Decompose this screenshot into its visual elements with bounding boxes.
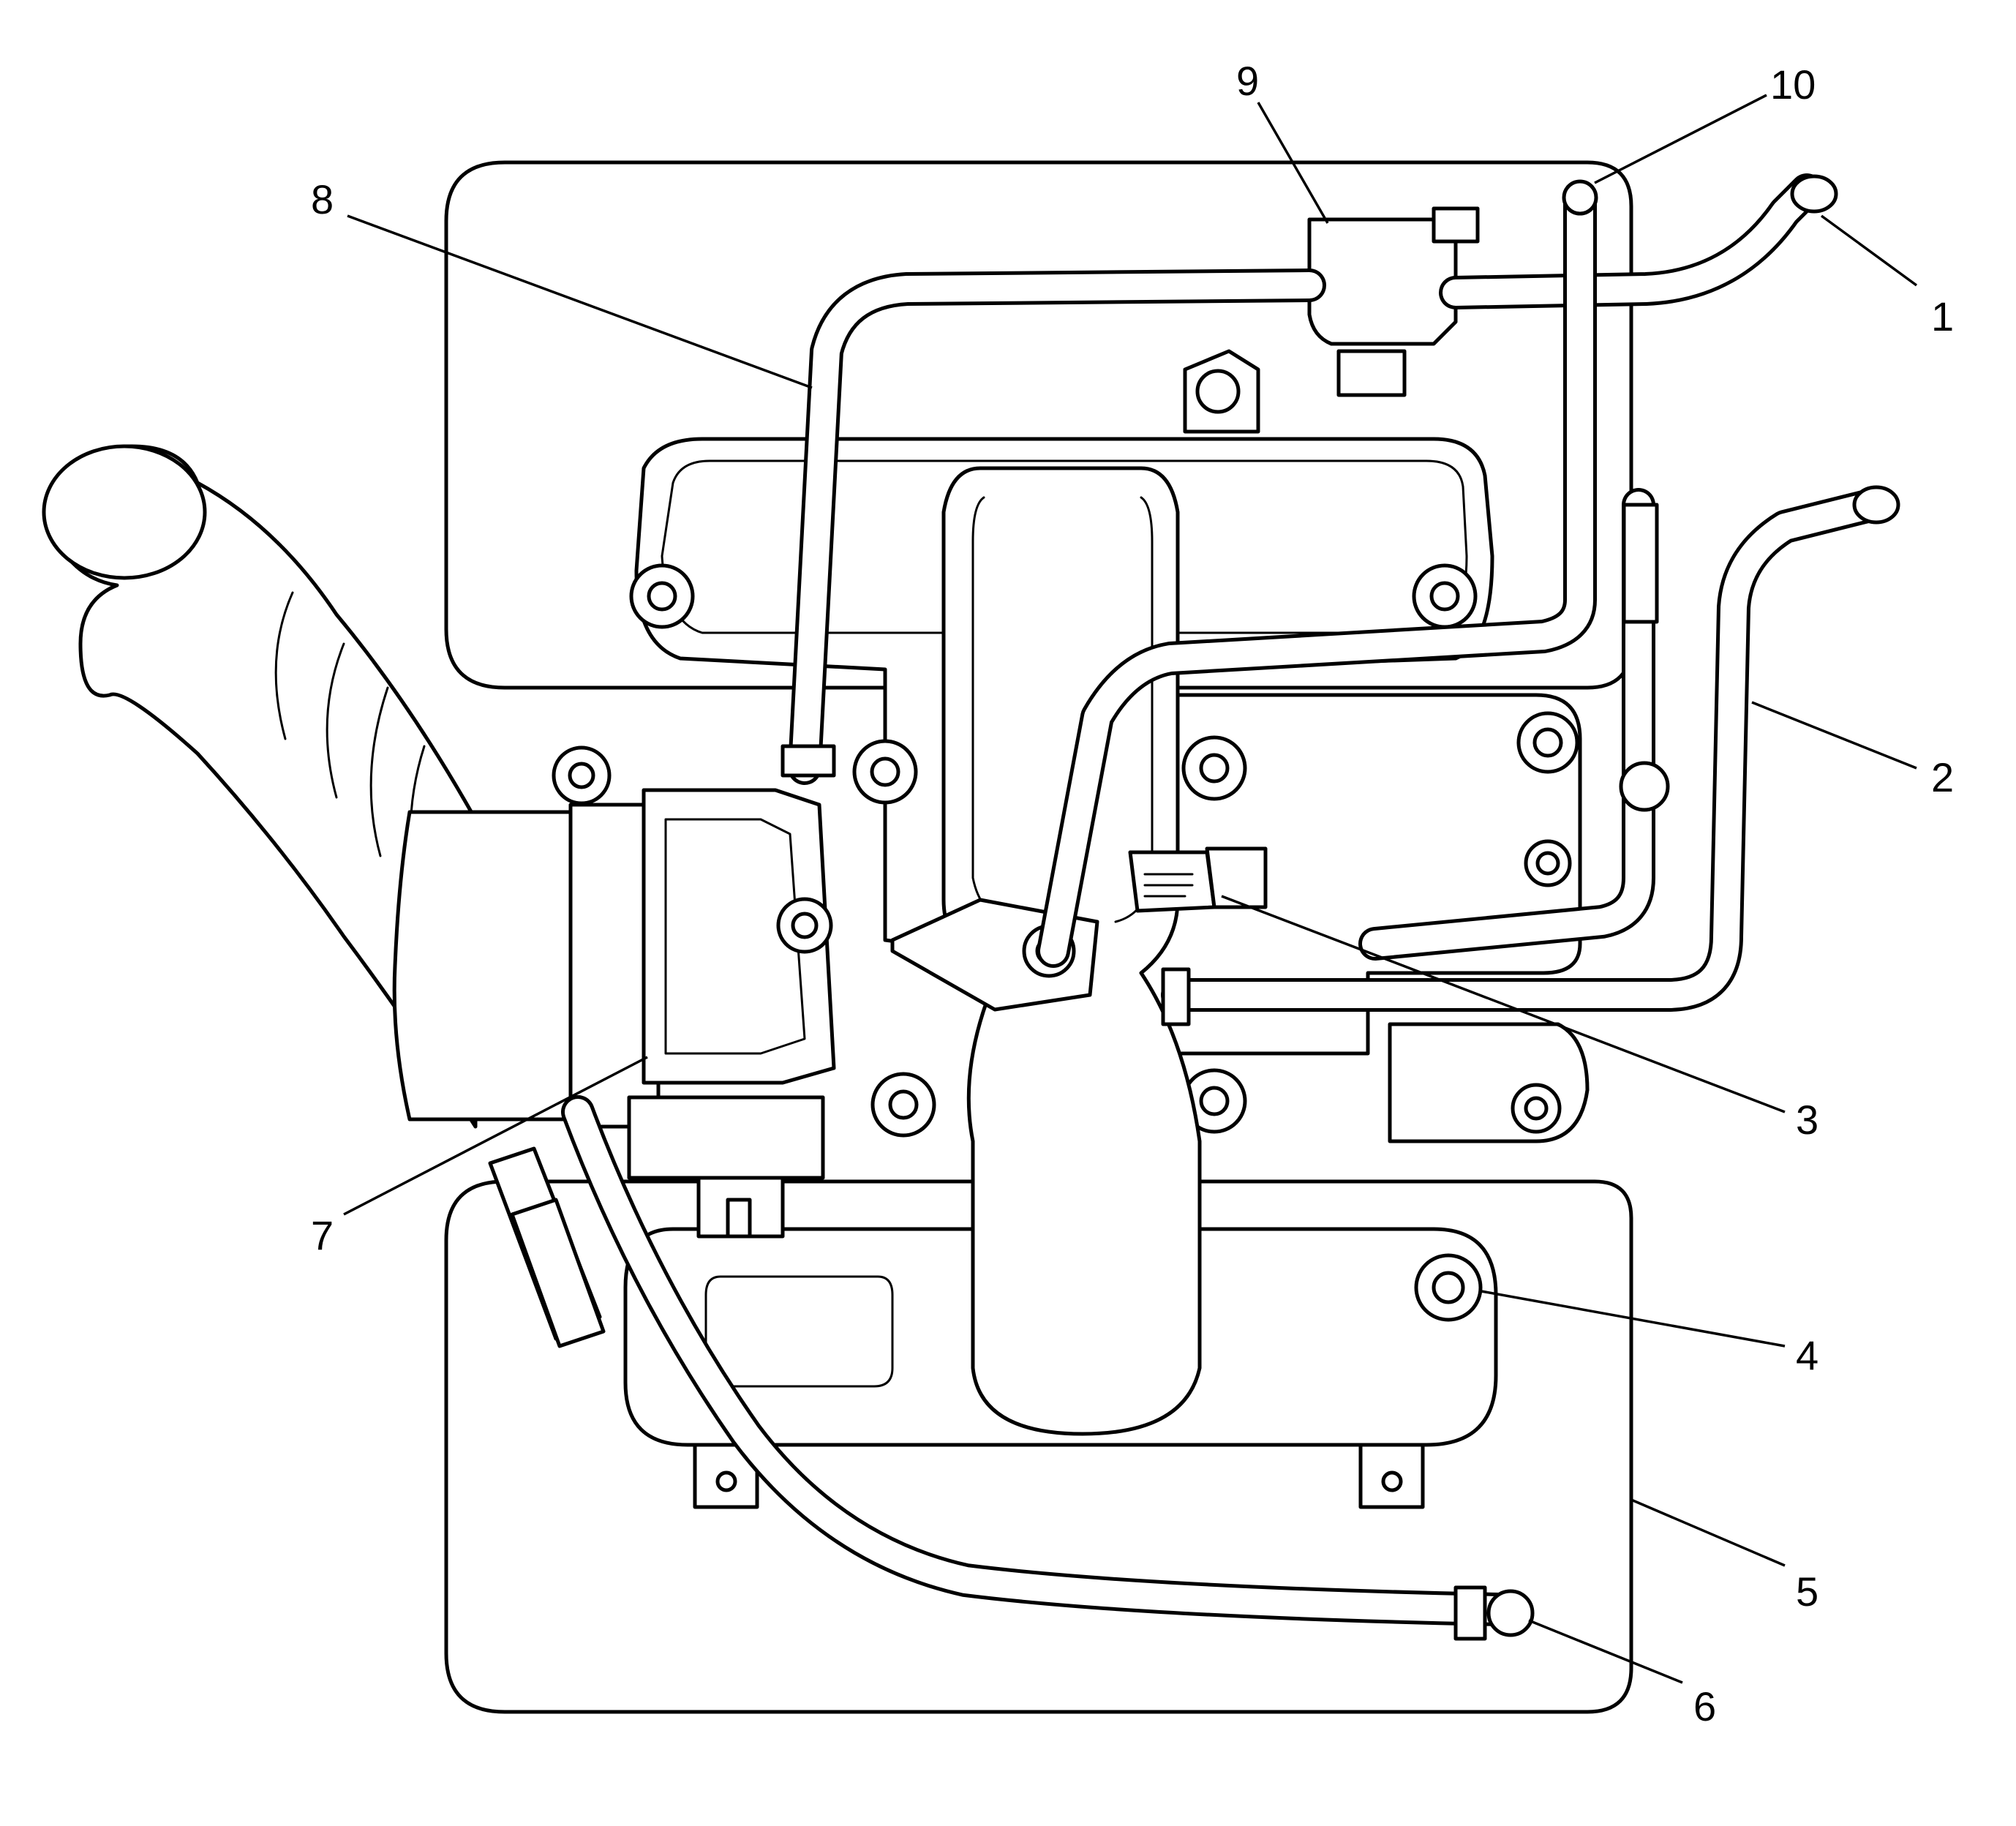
hose-end-6-fitting — [1453, 1585, 1487, 1641]
callout-4: 4 — [1796, 1332, 1818, 1378]
bolt-center-right-inner — [1199, 753, 1230, 784]
map-sensor-3-connector — [1205, 846, 1268, 909]
throttle-body — [642, 788, 836, 1085]
bolt-throttle-top-inner — [568, 762, 595, 789]
air-intake-opening — [42, 444, 207, 580]
callout-8: 8 — [311, 176, 334, 222]
solenoid-bracket-bolt — [1195, 369, 1241, 414]
mount-tab-right-hole — [1381, 1470, 1403, 1492]
manifold-bolt-4-inner — [1432, 1271, 1465, 1304]
leader-7 — [343, 1056, 648, 1216]
engine-hardware-right-2 — [1388, 1022, 1590, 1143]
engine-hardware-right — [1139, 693, 1582, 1056]
duct-ribs — [274, 591, 426, 909]
hose-end-6 — [1486, 1589, 1535, 1637]
hose-end-2 — [1852, 485, 1900, 525]
callout-2: 2 — [1931, 754, 1954, 800]
leader-10 — [1594, 94, 1767, 184]
bolt-right-low-inner — [1524, 1096, 1549, 1121]
bolt-mid-left-inner — [870, 756, 900, 787]
leader-4 — [1481, 1290, 1786, 1348]
vacuum-hose-1 — [1439, 173, 1824, 309]
bolt-center-right-low-inner — [1199, 1086, 1230, 1116]
vacuum-hose-6 — [561, 1095, 1516, 1626]
map-sensor-3 — [1128, 850, 1216, 913]
solenoid-valve-9-cap — [1432, 206, 1480, 244]
leader-2 — [1751, 701, 1917, 770]
vacuum-hose-2b — [1358, 488, 1655, 961]
bolt-top-left-inner — [647, 581, 677, 612]
leader-1 — [1820, 214, 1918, 287]
callout-9: 9 — [1236, 58, 1259, 104]
bolt-right-top-inner — [1532, 727, 1563, 758]
throttle-body-inner — [664, 818, 806, 1055]
callout-7: 7 — [311, 1212, 334, 1258]
bolt-mid-low-left-inner — [888, 1089, 919, 1120]
bolt-top-right-inner — [1429, 581, 1460, 612]
throttle-actuator — [627, 1095, 825, 1180]
map-sensor-3-label — [1143, 873, 1194, 898]
leader-8 — [347, 214, 813, 389]
leader-3 — [1221, 895, 1786, 1113]
solenoid-valve-9-lower — [1336, 349, 1407, 397]
mount-tab-left-hole — [715, 1470, 737, 1492]
callout-3: 3 — [1796, 1097, 1818, 1143]
leader-9 — [1257, 102, 1329, 224]
hose-2-clip — [1161, 967, 1191, 1026]
bolt-right-mid-inner — [1535, 851, 1560, 876]
vacuum-hose-2 — [1161, 488, 1889, 1012]
callout-5: 5 — [1796, 1568, 1818, 1615]
leader-5 — [1631, 1498, 1786, 1567]
vacuum-hose-8 — [788, 268, 1326, 785]
hose-end-10 — [1562, 179, 1598, 216]
callout-6: 6 — [1693, 1683, 1716, 1729]
vacuum-line-10 — [1037, 181, 1597, 968]
hose-end-1 — [1790, 174, 1838, 214]
duct-coupling — [392, 810, 602, 1121]
callout-1: 1 — [1931, 293, 1954, 339]
throttle-pivot-inner — [791, 912, 819, 939]
hose-2b-fitting — [1622, 503, 1659, 624]
hose-2b-clip — [1619, 761, 1670, 812]
leader-6 — [1528, 1619, 1683, 1684]
callout-10: 10 — [1770, 61, 1816, 108]
throttle-connector-pin — [726, 1198, 752, 1239]
hose-8-clip — [781, 744, 836, 778]
harness-connector-body — [510, 1198, 606, 1348]
lower-plenum-recess — [704, 1275, 894, 1388]
